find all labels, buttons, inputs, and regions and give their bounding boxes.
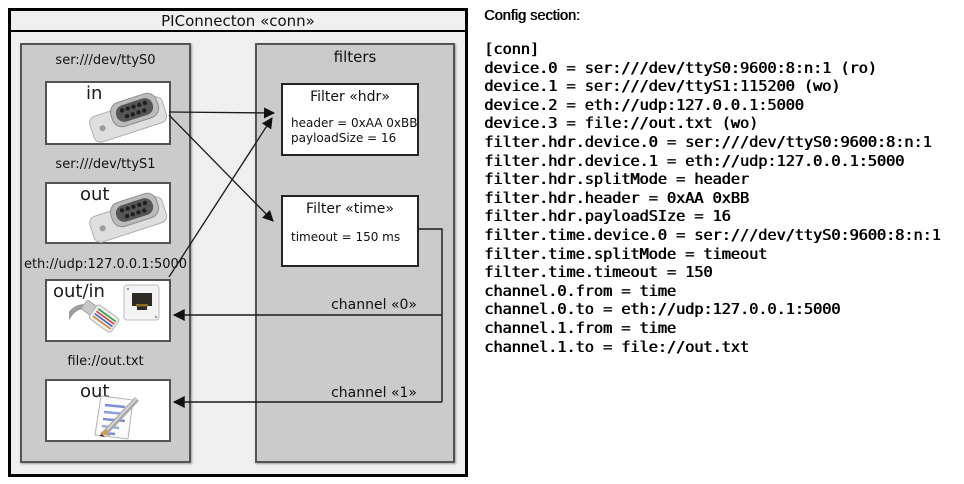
device-direction: in [86, 83, 103, 104]
device-label-eth: eth://udp:127.0.0.1:5000 [23, 257, 188, 272]
device-label-ttys0: ser:///dev/ttyS0 [55, 53, 156, 68]
devices-panel: ser:///dev/ttyS0 in ser:///dev/ttyS1 o [20, 43, 191, 463]
notepad-icon [94, 395, 140, 440]
filter-hdr-title: Filter «hdr» [310, 89, 390, 105]
device-direction: out [80, 184, 110, 205]
rj45-plug-icon [69, 300, 120, 333]
config-section-body: [conn] device.0 = ser:///dev/ttyS0:9600:… [484, 40, 941, 356]
device-direction: out/in [53, 281, 105, 302]
channel-0-label: channel «0» [331, 297, 417, 313]
device-box-ttys1: out [45, 182, 171, 244]
filter-hdr-property-payloadsize: payloadSize = 16 [291, 131, 397, 145]
device-box-ttys0: in [45, 81, 171, 145]
filters-panel: filters Filter «hdr» header = 0xAA 0xBB … [255, 43, 455, 463]
device-label-ttys1: ser:///dev/ttyS1 [55, 157, 156, 172]
device-label-file: file://out.txt [67, 354, 144, 369]
channel-1-label: channel «1» [331, 385, 417, 401]
filter-time-title: Filter «time» [306, 201, 394, 217]
serial-connector-icon [89, 92, 168, 143]
filter-box-hdr: Filter «hdr» header = 0xAA 0xBB payloadS… [281, 83, 419, 156]
rj45-jack-icon [123, 284, 160, 321]
filter-box-time: Filter «time» timeout = 150 ms [281, 195, 419, 267]
diagram-title: PIConnecton «conn» [11, 11, 465, 32]
filters-panel-title: filters [333, 48, 377, 66]
connection-diagram: PIConnecton «conn» ser:///dev/ttyS0 in [8, 8, 468, 477]
config-section-title: Config section: [484, 8, 580, 24]
device-box-eth: out/in [45, 279, 171, 342]
serial-connector-icon [89, 192, 168, 243]
device-box-file: out [45, 379, 171, 442]
filter-time-property-timeout: timeout = 150 ms [291, 230, 401, 244]
filter-hdr-property-header: header = 0xAA 0xBB [291, 116, 418, 130]
